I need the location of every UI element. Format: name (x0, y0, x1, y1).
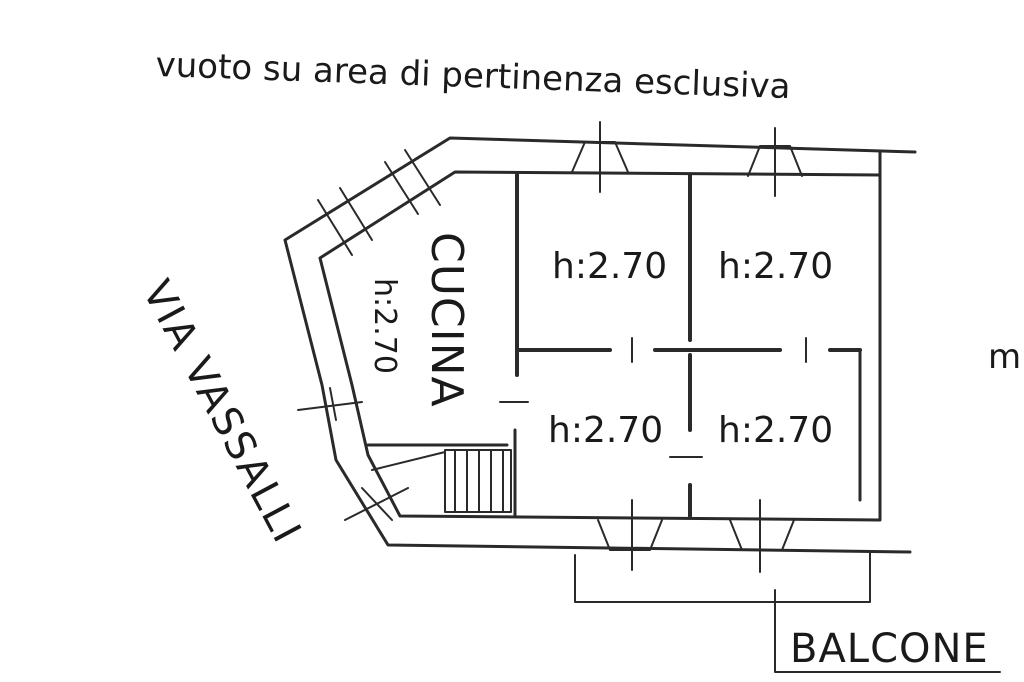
staircase (371, 449, 512, 513)
room-label-top-left: h:2.70 (552, 246, 667, 287)
interior-walls (366, 173, 862, 518)
balcony-outline (574, 551, 1001, 673)
windows-top (571, 121, 803, 197)
windows-slanted (297, 149, 441, 521)
header-note: vuoto su area di pertinenza esclusiva (155, 45, 791, 107)
kitchen-name: CUCINA (421, 232, 472, 408)
balcony-label: BALCONE (790, 626, 989, 672)
outer-wall (283, 136, 917, 554)
edge-fragment: m (988, 337, 1021, 377)
street-label: VIA VASSALLI (133, 273, 310, 551)
room-label-bottom-right: h:2.70 (718, 410, 833, 451)
room-label-top-right: h:2.70 (718, 246, 833, 287)
kitchen-height: h:2.70 (367, 278, 402, 374)
room-label-bottom-left: h:2.70 (548, 410, 663, 451)
windows-bottom (597, 499, 795, 573)
